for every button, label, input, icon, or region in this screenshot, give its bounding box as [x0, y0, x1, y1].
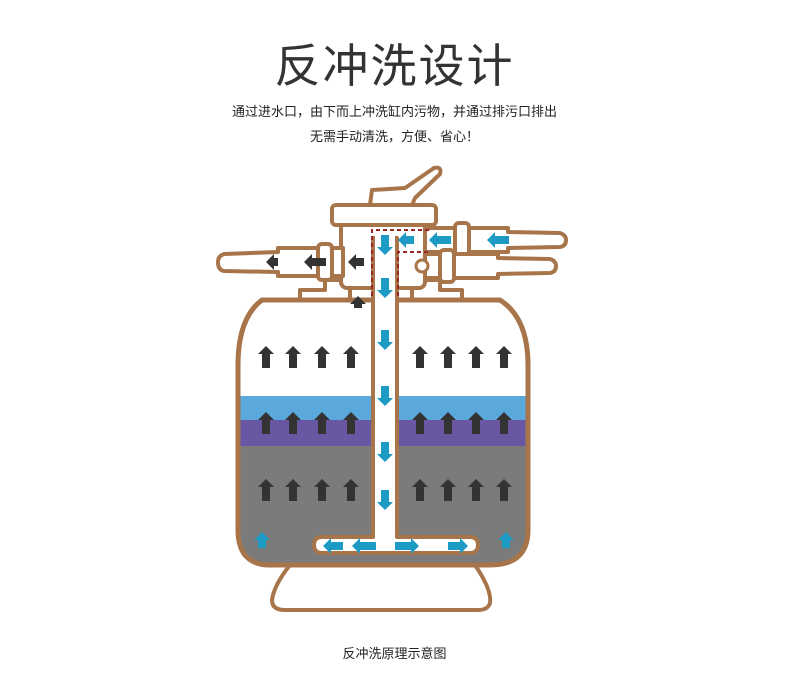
dark-up-arrow-icon [468, 479, 484, 501]
valve-cap [330, 203, 438, 227]
blue-down-arrow-icon [377, 442, 393, 462]
page-title: 反冲洗设计 [274, 39, 515, 93]
blue-down-arrow-icon [377, 386, 393, 406]
blue-down-arrow-icon [377, 490, 393, 510]
tank-base [270, 563, 493, 612]
dark-up-arrow-icon [285, 346, 301, 368]
dark-up-arrow-icon [496, 412, 512, 434]
inlet-pipe-coupling [453, 221, 471, 259]
description-line-2: 无需手动清洗，方便、省心！ [309, 130, 479, 145]
right-arrow-icon [395, 538, 419, 554]
dark-up-arrow-icon [343, 412, 359, 434]
description-line-1: 通过进水口，由下而上冲洗缸内污物，并通过排污口排出 [231, 105, 557, 120]
dark-up-arrow-icon [496, 346, 512, 368]
blue-down-arrow-icon [377, 330, 393, 350]
blue-up-arrow-icon [498, 532, 514, 548]
dark-up-arrow-icon [496, 479, 512, 501]
dark-up-arrow-icon [258, 479, 274, 501]
return-pipe-coupling [438, 248, 456, 284]
dark-up-arrow-icon [314, 346, 330, 368]
dark-up-arrow-icon [468, 346, 484, 368]
dark-up-arrow-icon [285, 479, 301, 501]
left-arrow-icon [429, 232, 451, 248]
valve-handle [368, 165, 443, 207]
diagram-caption: 反冲洗原理示意图 [342, 647, 447, 662]
flow-arrows [254, 232, 514, 554]
dark-up-arrow-icon [343, 346, 359, 368]
dark-up-arrow-icon [440, 479, 456, 501]
return-pipe [423, 252, 558, 280]
dark-up-arrow-icon [440, 412, 456, 434]
blue-down-arrow-icon [377, 278, 393, 298]
dark-up-arrow-icon [314, 412, 330, 434]
dark-up-arrow-icon [285, 412, 301, 434]
dark-up-arrow-icon [412, 412, 428, 434]
dark-up-arrow-icon [350, 296, 366, 308]
dark-up-arrow-icon [440, 346, 456, 368]
valve-flow-path [371, 229, 430, 296]
blue-down-arrow-icon [377, 235, 393, 255]
pipe-bolt [414, 258, 430, 274]
right-arrow-icon [448, 538, 468, 554]
dark-up-arrow-icon [314, 479, 330, 501]
dark-up-arrow-icon [468, 412, 484, 434]
center-standpipe [312, 236, 480, 555]
left-arrow-icon [323, 538, 343, 554]
dark-up-arrow-icon [258, 412, 274, 434]
dark-up-arrow-icon [412, 479, 428, 501]
dark-up-arrow-icon [258, 346, 274, 368]
dark-up-arrow-icon [412, 346, 428, 368]
left-arrow-icon [266, 254, 278, 270]
dark-up-arrow-icon [343, 479, 359, 501]
left-arrow-icon [348, 254, 364, 270]
tank-body [235, 297, 531, 568]
blue-up-arrow-icon [254, 532, 270, 548]
left-arrow-icon [398, 232, 414, 248]
left-arrow-icon [487, 232, 509, 248]
left-arrow-icon [304, 254, 326, 270]
left-arrow-icon [352, 538, 376, 554]
